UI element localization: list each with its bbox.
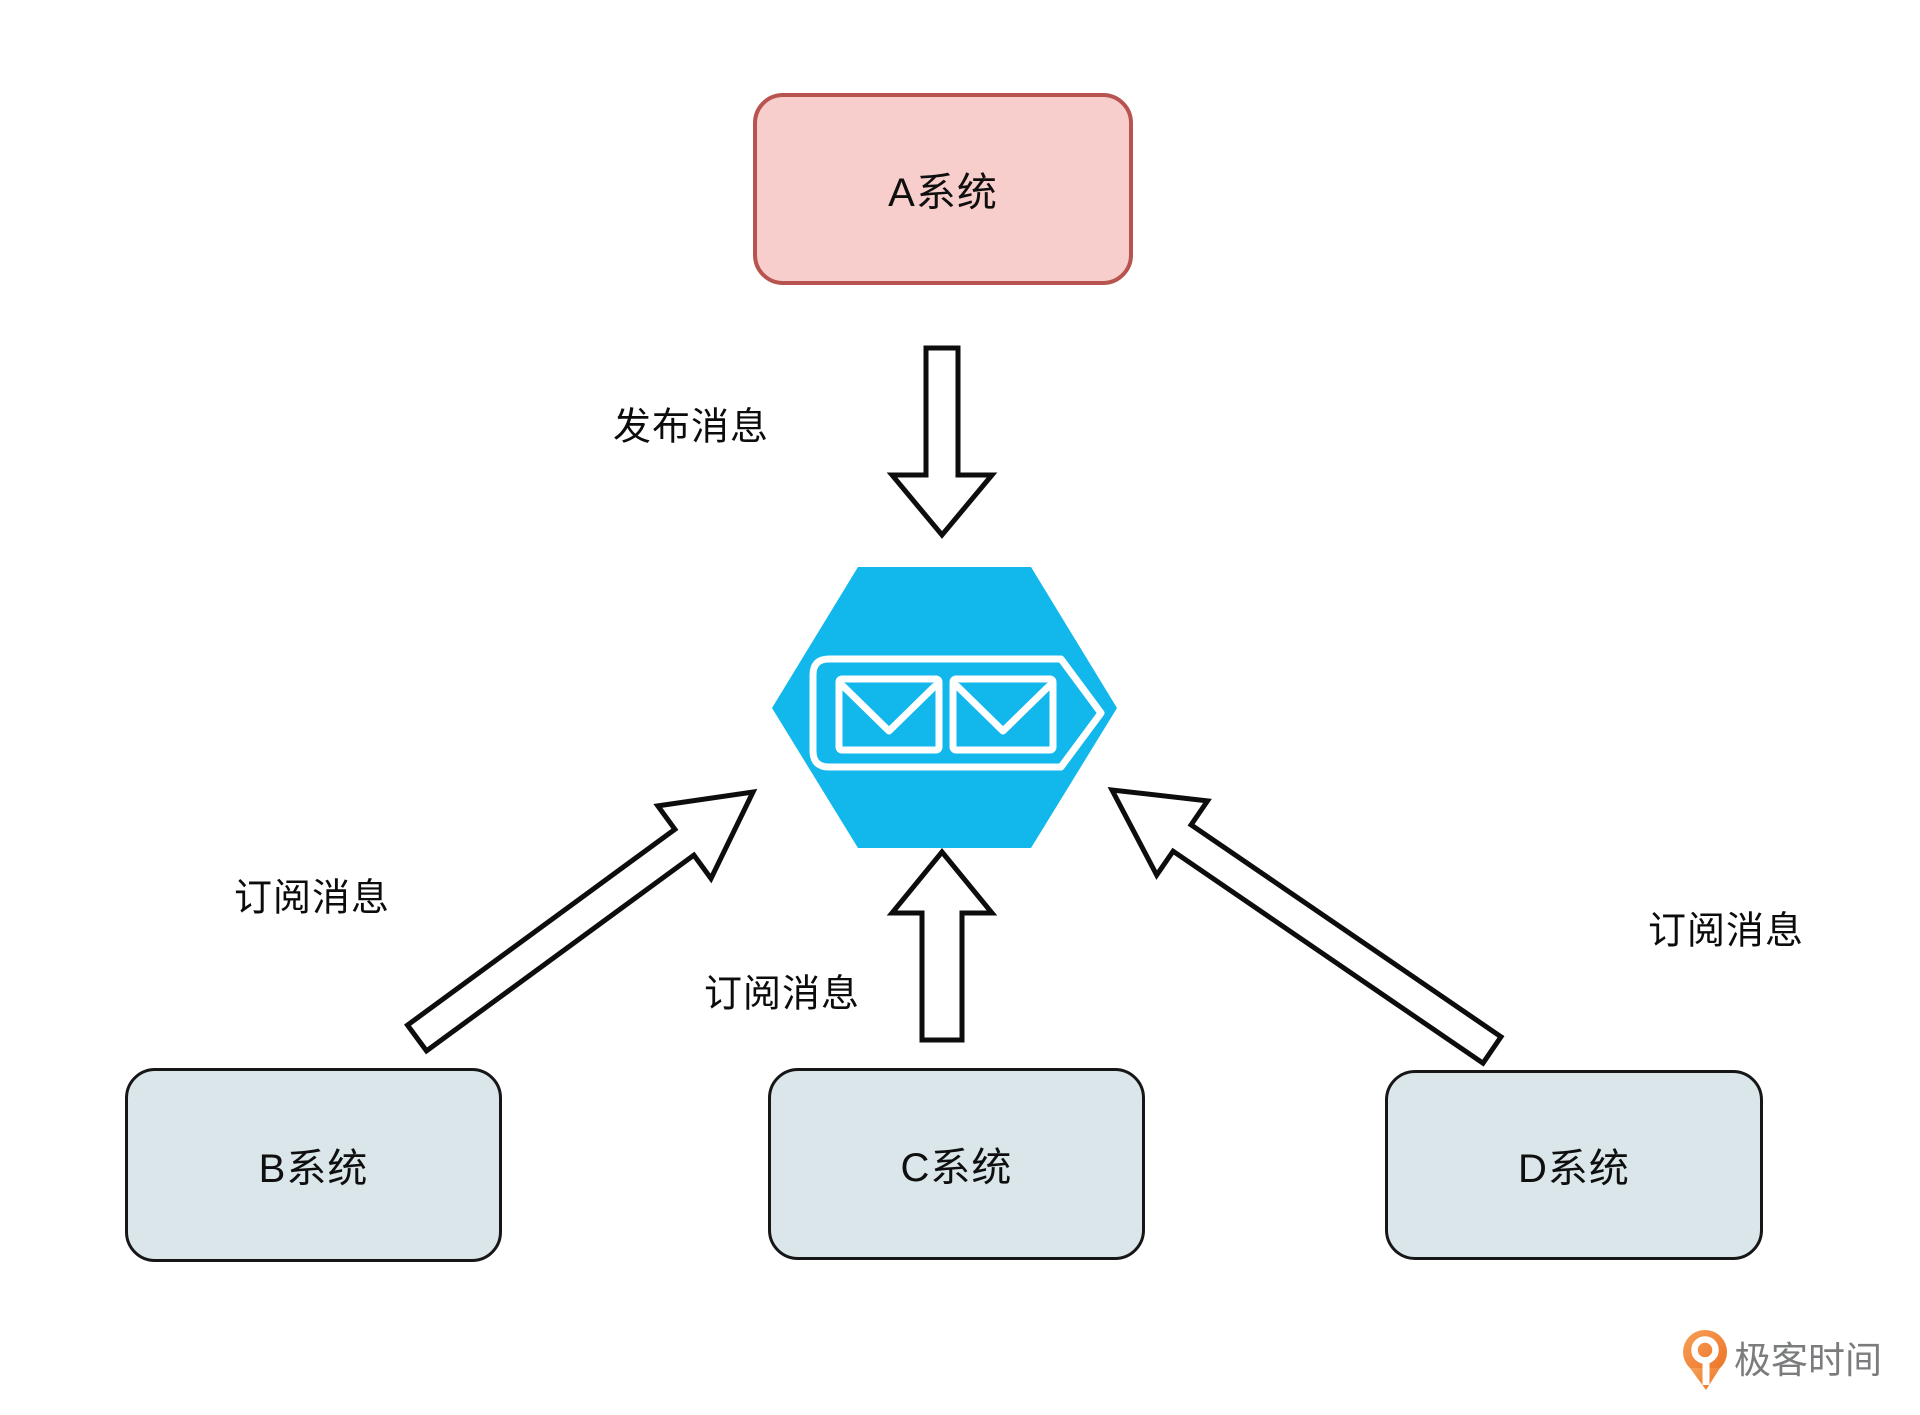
subscribe-arrow-from-d <box>1107 786 1505 1067</box>
node-system-d-label: D系统 <box>1518 1147 1630 1191</box>
node-system-b: B系统 <box>125 1068 502 1262</box>
subscribe-arrow-from-c <box>886 848 998 1043</box>
geektime-logo-text: 极客时间 <box>1734 1340 1882 1381</box>
message-queue-hexagon <box>772 567 1117 848</box>
queue-tag-outline-icon <box>809 655 1105 771</box>
geektime-logo-icon <box>1683 1330 1727 1390</box>
publish-arrow-down <box>886 345 998 539</box>
publish-edge-label: 发布消息 <box>612 406 770 449</box>
subscribe-edge-label-b: 订阅消息 <box>233 877 391 920</box>
envelope-icon <box>949 675 1057 754</box>
subscribe-arrow-from-b <box>404 788 758 1055</box>
node-system-c-label: C系统 <box>900 1146 1013 1190</box>
node-system-b-label: B系统 <box>258 1147 369 1191</box>
envelope-flap-icon <box>839 682 939 735</box>
envelope-icon <box>835 675 943 754</box>
message-queue-icon <box>809 655 1105 771</box>
subscribe-edge-label-d: 订阅消息 <box>1647 910 1805 953</box>
node-system-d: D系统 <box>1385 1070 1763 1260</box>
node-system-a: A系统 <box>753 93 1133 285</box>
node-system-a-label: A系统 <box>888 171 998 215</box>
envelope-flap-icon <box>953 682 1053 735</box>
node-system-c: C系统 <box>768 1068 1145 1260</box>
subscribe-edge-label-c: 订阅消息 <box>703 973 861 1016</box>
